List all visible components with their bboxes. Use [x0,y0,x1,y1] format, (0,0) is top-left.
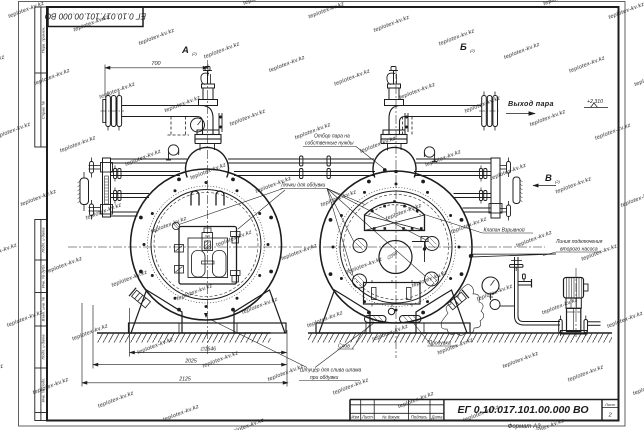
svg-text:(2): (2) [555,179,561,184]
svg-text:Перв. примен.: Перв. примен. [41,27,46,54]
svg-text:Клапан Взрывной: Клапан Взрывной [484,227,525,234]
svg-text:собственные нужды: собственные нужды [305,141,354,147]
svg-text:2025: 2025 [184,358,197,364]
svg-text:Выход пара: Выход пара [508,99,554,108]
svg-text:700: 700 [151,61,161,67]
svg-text:Справ. №: Справ. № [41,100,46,119]
svg-text:Формат А3: Формат А3 [508,424,541,430]
svg-text:∅350: ∅350 [386,250,399,261]
svg-text:Инв. № подл.: Инв. № подл. [41,378,46,403]
svg-text:Взам. инв. №: Взам. инв. № [41,296,46,321]
svg-text:2: 2 [608,413,612,419]
svg-text:Б: Б [460,42,467,53]
svg-text:В: В [545,173,552,184]
svg-text:второго насоса: второго насоса [560,247,598,253]
svg-text:Слив: Слив [338,344,350,350]
svg-text:Подпись: Подпись [411,414,428,419]
svg-text:Подп. и дата: Подп. и дата [41,334,46,360]
svg-text:Изм: Изм [351,414,359,419]
svg-text:Лист: Лист [604,402,616,407]
svg-text:+2,310: +2,310 [587,99,603,105]
svg-text:при обдувки: при обдувки [310,375,339,381]
svg-text:Дата: Дата [430,414,443,419]
svg-text:ЕГ 0.10.017.101.00.000 ВО: ЕГ 0.10.017.101.00.000 ВО [44,12,146,21]
svg-text:Инв. № дубл.: Инв. № дубл. [41,264,46,289]
svg-text:(2): (2) [470,48,476,53]
svg-text:Штуцер для слива шлама: Штуцер для слива шлама [300,368,362,374]
svg-text:№ докум.: № докум. [382,414,400,419]
svg-text:А: А [181,45,189,56]
svg-text:Продувка: Продувка [429,341,451,347]
svg-text:2125: 2125 [178,377,191,383]
svg-text:Лист: Лист [361,414,373,419]
svg-text:Лючки для обдувки: Лючки для обдувки [280,183,326,189]
svg-text:ЕГ 0.10.017.101.00.000 ВО: ЕГ 0.10.017.101.00.000 ВО [457,404,588,416]
svg-text:∅1646: ∅1646 [200,346,216,352]
svg-text:(2): (2) [192,51,198,56]
svg-text:Подп. и дата: Подп. и дата [41,227,46,253]
svg-text:Отбор пара на: Отбор пара на [314,134,350,140]
svg-text:Линия подключения: Линия подключения [555,239,603,245]
